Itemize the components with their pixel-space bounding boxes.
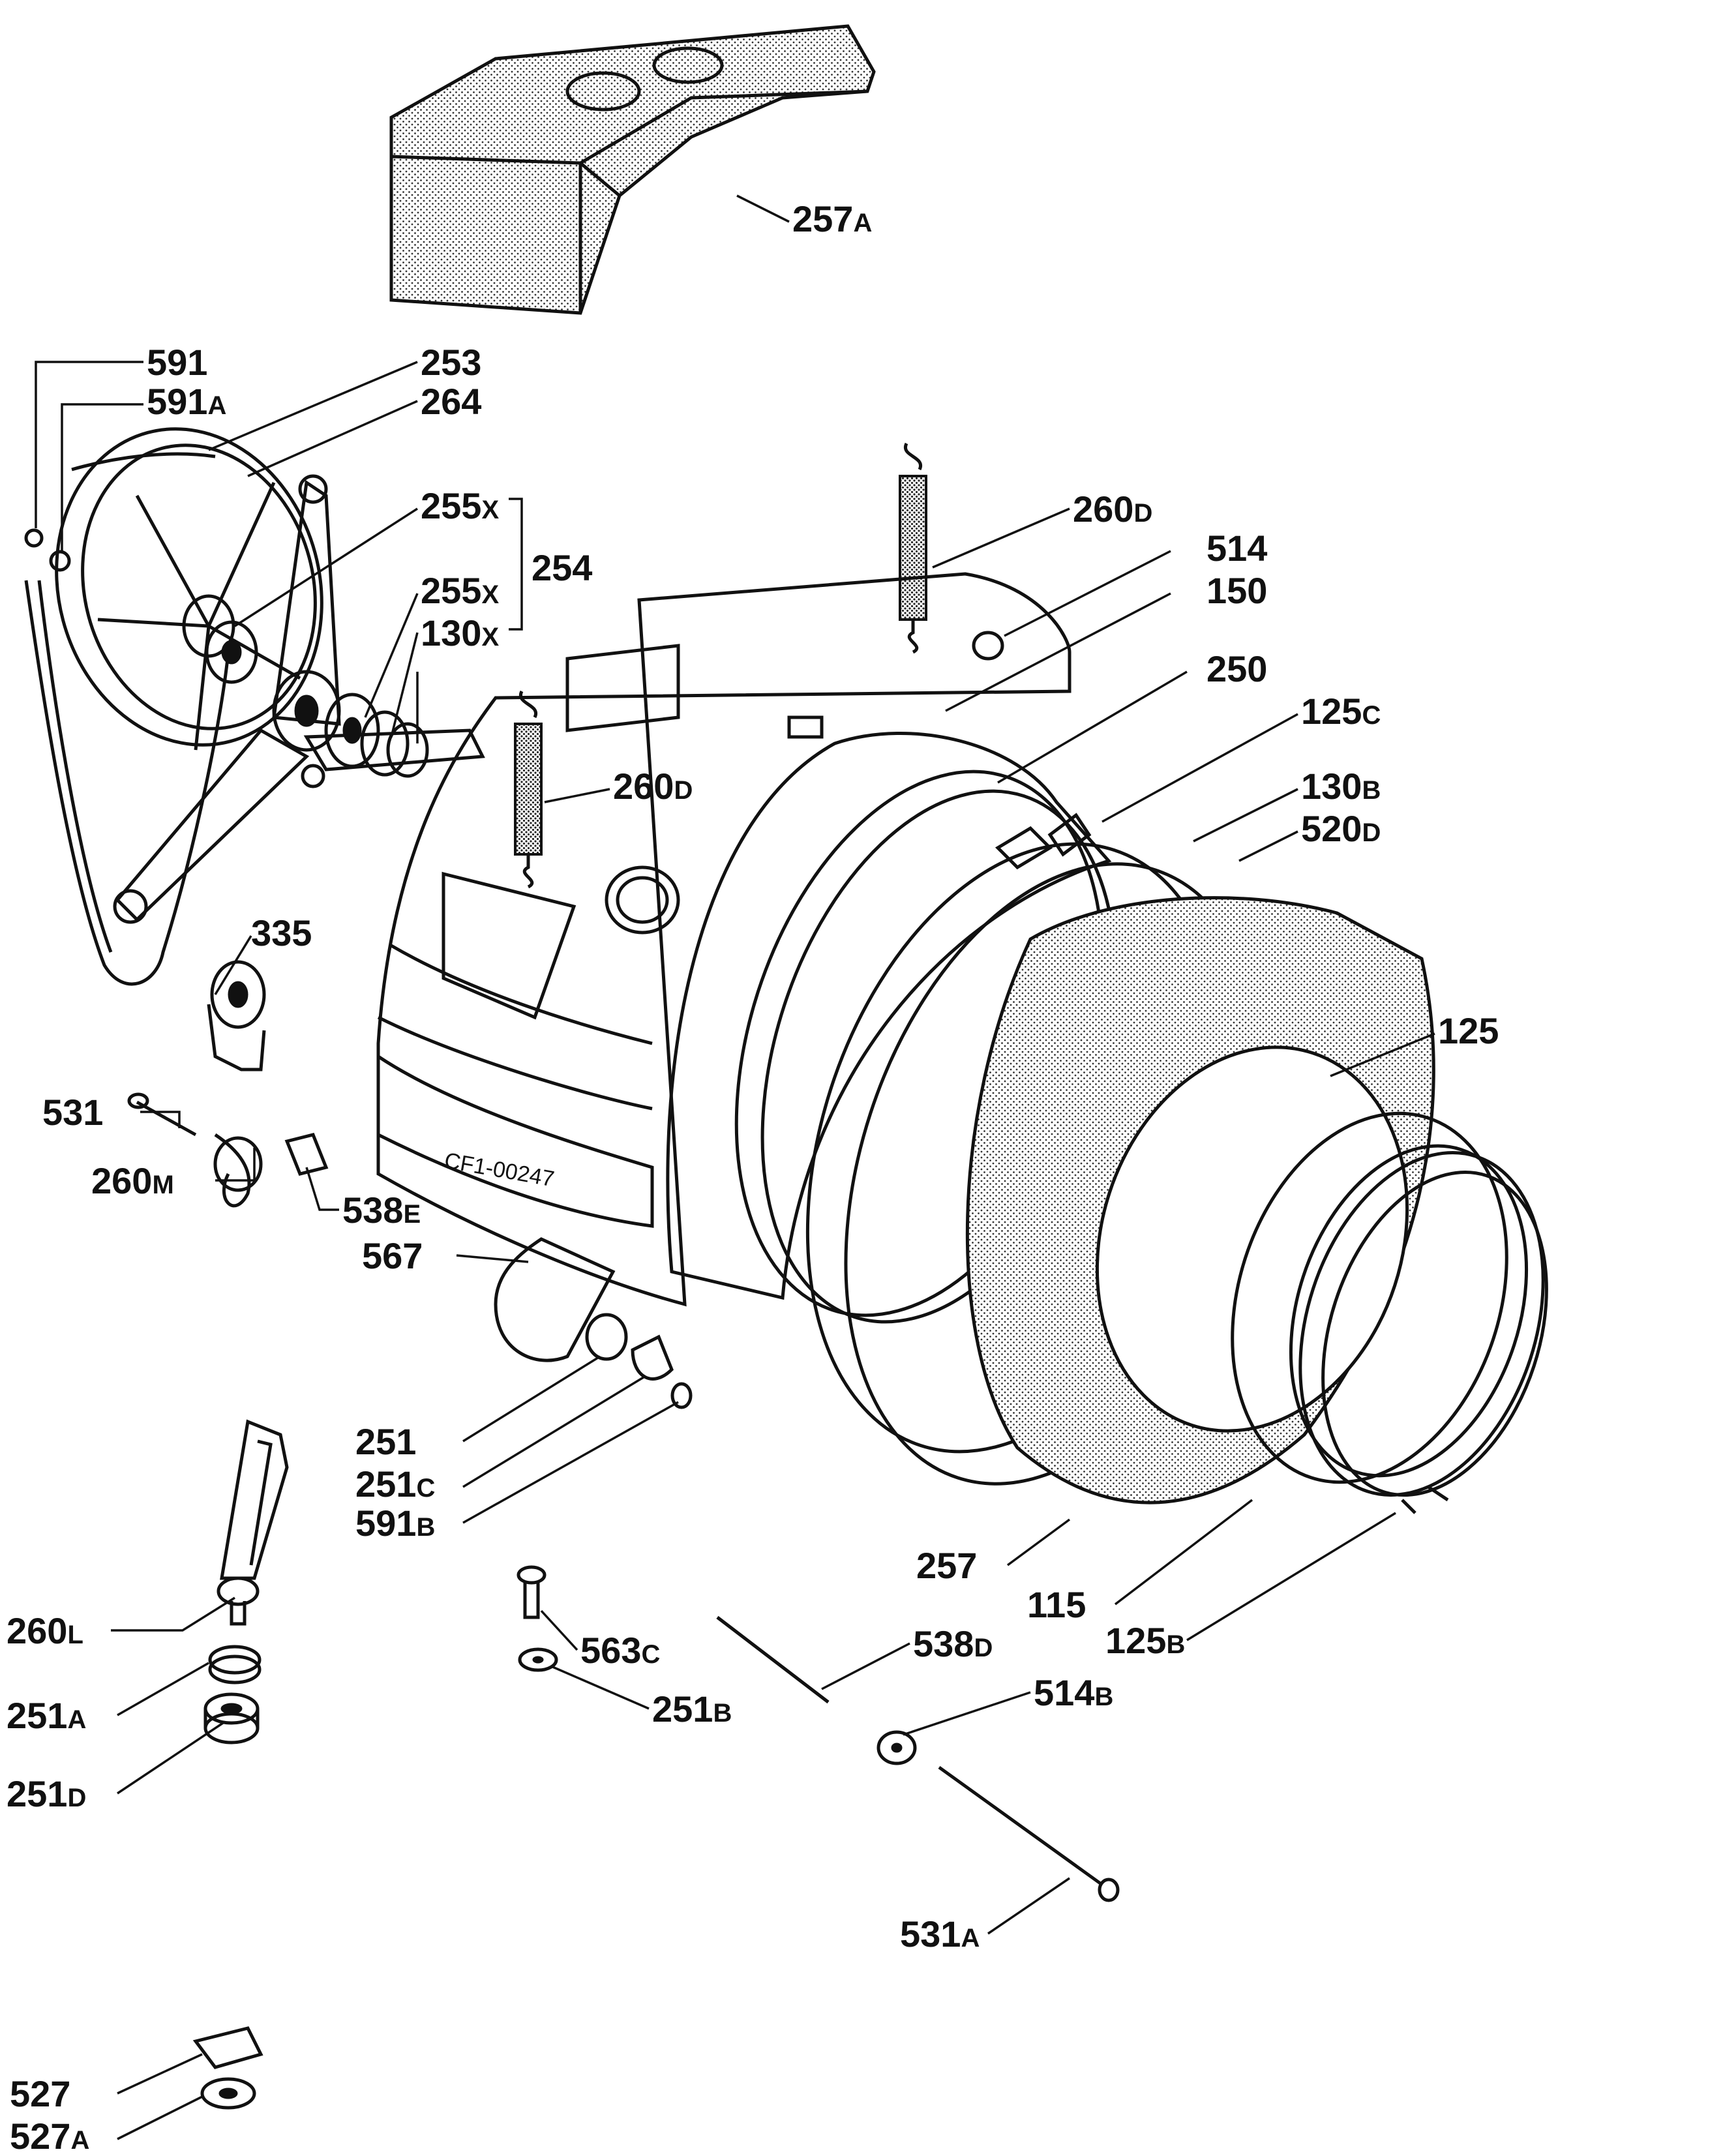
callout-335: 335 — [251, 912, 312, 953]
callout-260l: 260L — [7, 1610, 83, 1651]
callout-125b: 125B — [1105, 1620, 1185, 1661]
callout-130b: 130B — [1301, 766, 1381, 807]
callout-260m: 260M — [91, 1160, 174, 1201]
callout-251b: 251B — [652, 1688, 732, 1729]
callout-251c: 251C — [355, 1463, 435, 1505]
callout-253: 253 — [421, 342, 481, 383]
callout-125c: 125C — [1301, 691, 1381, 732]
screw-563c-part — [517, 1565, 547, 1619]
callout-531a: 531A — [900, 1913, 980, 1954]
callout-130x: 130X — [421, 612, 499, 653]
damper-caps-part — [585, 1313, 693, 1409]
callout-125: 125 — [1438, 1010, 1499, 1051]
spring-left-part — [514, 690, 543, 889]
callout-labels: 257A 591 591A 253 264 255X 255X 254 130X… — [7, 198, 1499, 2156]
callout-260d-upper: 260D — [1073, 488, 1152, 530]
leader-lines — [35, 194, 1435, 2140]
callout-567: 567 — [362, 1235, 423, 1276]
callout-514b: 514B — [1034, 1672, 1113, 1713]
rod-538d-part — [716, 1616, 830, 1703]
drum-spider-part — [113, 474, 485, 924]
foot-527a-part — [200, 2077, 256, 2110]
callout-257a: 257A — [792, 198, 872, 239]
drive-belt-part — [24, 580, 230, 986]
callout-150: 150 — [1206, 570, 1267, 611]
sleeve-538e-part — [284, 1133, 329, 1176]
callout-250: 250 — [1206, 648, 1267, 689]
callout-563c: 563C — [580, 1630, 660, 1671]
bolt-531-part — [127, 1092, 197, 1137]
callout-255x-lower: 255X — [421, 570, 499, 611]
callout-264: 264 — [421, 381, 481, 422]
callout-251a: 251A — [7, 1695, 86, 1736]
callout-514: 514 — [1206, 528, 1267, 569]
callout-591a: 591A — [147, 381, 226, 422]
spring-260m-part — [213, 1133, 263, 1208]
callout-115: 115 — [1027, 1584, 1086, 1625]
drawing-stamp: CF1-00247 — [443, 1148, 556, 1191]
callout-591b: 591B — [355, 1503, 435, 1544]
front-counterweight-part — [965, 896, 1435, 1505]
foot-527-part — [192, 2026, 263, 2069]
rubber-251d-part — [203, 1692, 260, 1744]
spring-upper-part — [899, 442, 927, 654]
callout-255x-upper: 255X — [421, 485, 499, 526]
callout-254: 254 — [532, 547, 592, 588]
callout-527: 527 — [10, 2073, 70, 2114]
washer-251b-part — [518, 1647, 558, 1672]
bolt-531a-part — [938, 1765, 1120, 1902]
callout-260d-left: 260D — [613, 766, 693, 807]
callout-538d: 538D — [913, 1623, 993, 1664]
bracket-567-part — [494, 1237, 616, 1362]
door-gasket-part — [1231, 1111, 1548, 1514]
outer-tub-part — [376, 572, 1071, 1307]
callout-527a: 527A — [10, 2116, 89, 2156]
bushing-514b-part — [876, 1730, 917, 1765]
callout-538e: 538E — [342, 1190, 421, 1231]
damper-260l-part — [217, 1419, 289, 1626]
callout-251: 251 — [355, 1421, 416, 1462]
plug-part — [972, 631, 1004, 661]
pulley-wheel-part — [55, 427, 323, 751]
bearings-part — [205, 620, 429, 778]
callout-591: 591 — [147, 342, 207, 383]
callout-520d: 520D — [1301, 808, 1381, 849]
callout-257: 257 — [916, 1545, 977, 1586]
counterweight-top-part — [389, 24, 876, 315]
clip-washer-part — [24, 528, 71, 572]
motor-bracket-part — [207, 960, 266, 1071]
callout-251d: 251D — [7, 1773, 86, 1814]
rubber-251a-part — [208, 1645, 262, 1684]
callout-531: 531 — [42, 1092, 103, 1133]
